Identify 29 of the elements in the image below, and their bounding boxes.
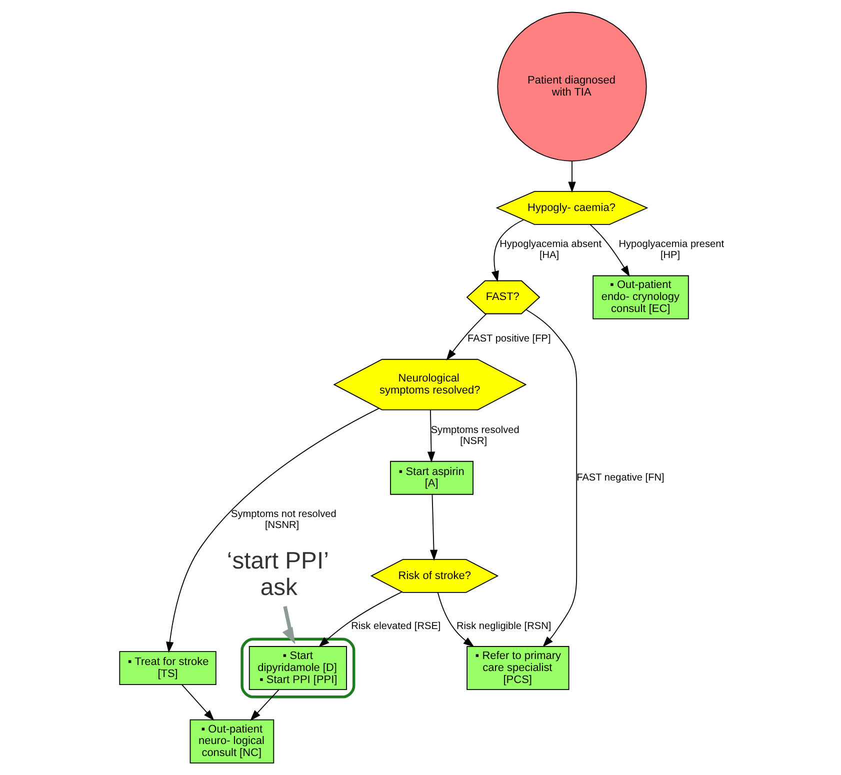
- arrow: [166, 408, 379, 653]
- arrow: [490, 219, 524, 282]
- edge-label: Risk negligible [RSN]: [456, 620, 551, 632]
- edge-label: FAST negative [FN]: [576, 472, 664, 484]
- arrow: [250, 689, 279, 721]
- node-text: ‘start PPI’ ask: [226, 547, 328, 601]
- node-box: ▪ Start aspirin [A]: [390, 460, 473, 495]
- arrow: [318, 591, 402, 648]
- edge-label: Symptoms not resolved [NSNR]: [230, 509, 336, 532]
- edge-label: Hypoglyacemia absent [HA]: [499, 239, 602, 262]
- node-box: ▪ Refer to primary care specialist [PCS]: [466, 646, 569, 690]
- arrow: [446, 313, 486, 360]
- node-box: ▪ Out-patient endo- crynology consult [EC]: [592, 275, 688, 320]
- arrow: [429, 494, 438, 561]
- node-box: ▪ Treat for stroke [TS]: [118, 651, 216, 686]
- arrow: [568, 161, 576, 193]
- node-box: ▪ Start dipyridamole [D] ▪ Start PPI [PPI]: [248, 646, 346, 690]
- arrow: [426, 410, 435, 463]
- edge-label: Hypoglyacemia present [HP]: [618, 239, 724, 262]
- node-box: ▪ Out-patient neuro- logical consult [NC]: [189, 719, 274, 764]
- arrow: [436, 592, 474, 648]
- arrow: [181, 684, 214, 721]
- edge-label: Risk elevated [RSE]: [350, 620, 440, 632]
- arrow: [589, 224, 630, 277]
- edge-label: Symptoms resolved [NSR]: [430, 424, 519, 447]
- edge-label: FAST positive [FP]: [467, 334, 550, 345]
- arrow: [525, 309, 577, 648]
- arrow: [282, 606, 295, 644]
- node-circle: Patient diagnosed with TIA: [496, 12, 646, 162]
